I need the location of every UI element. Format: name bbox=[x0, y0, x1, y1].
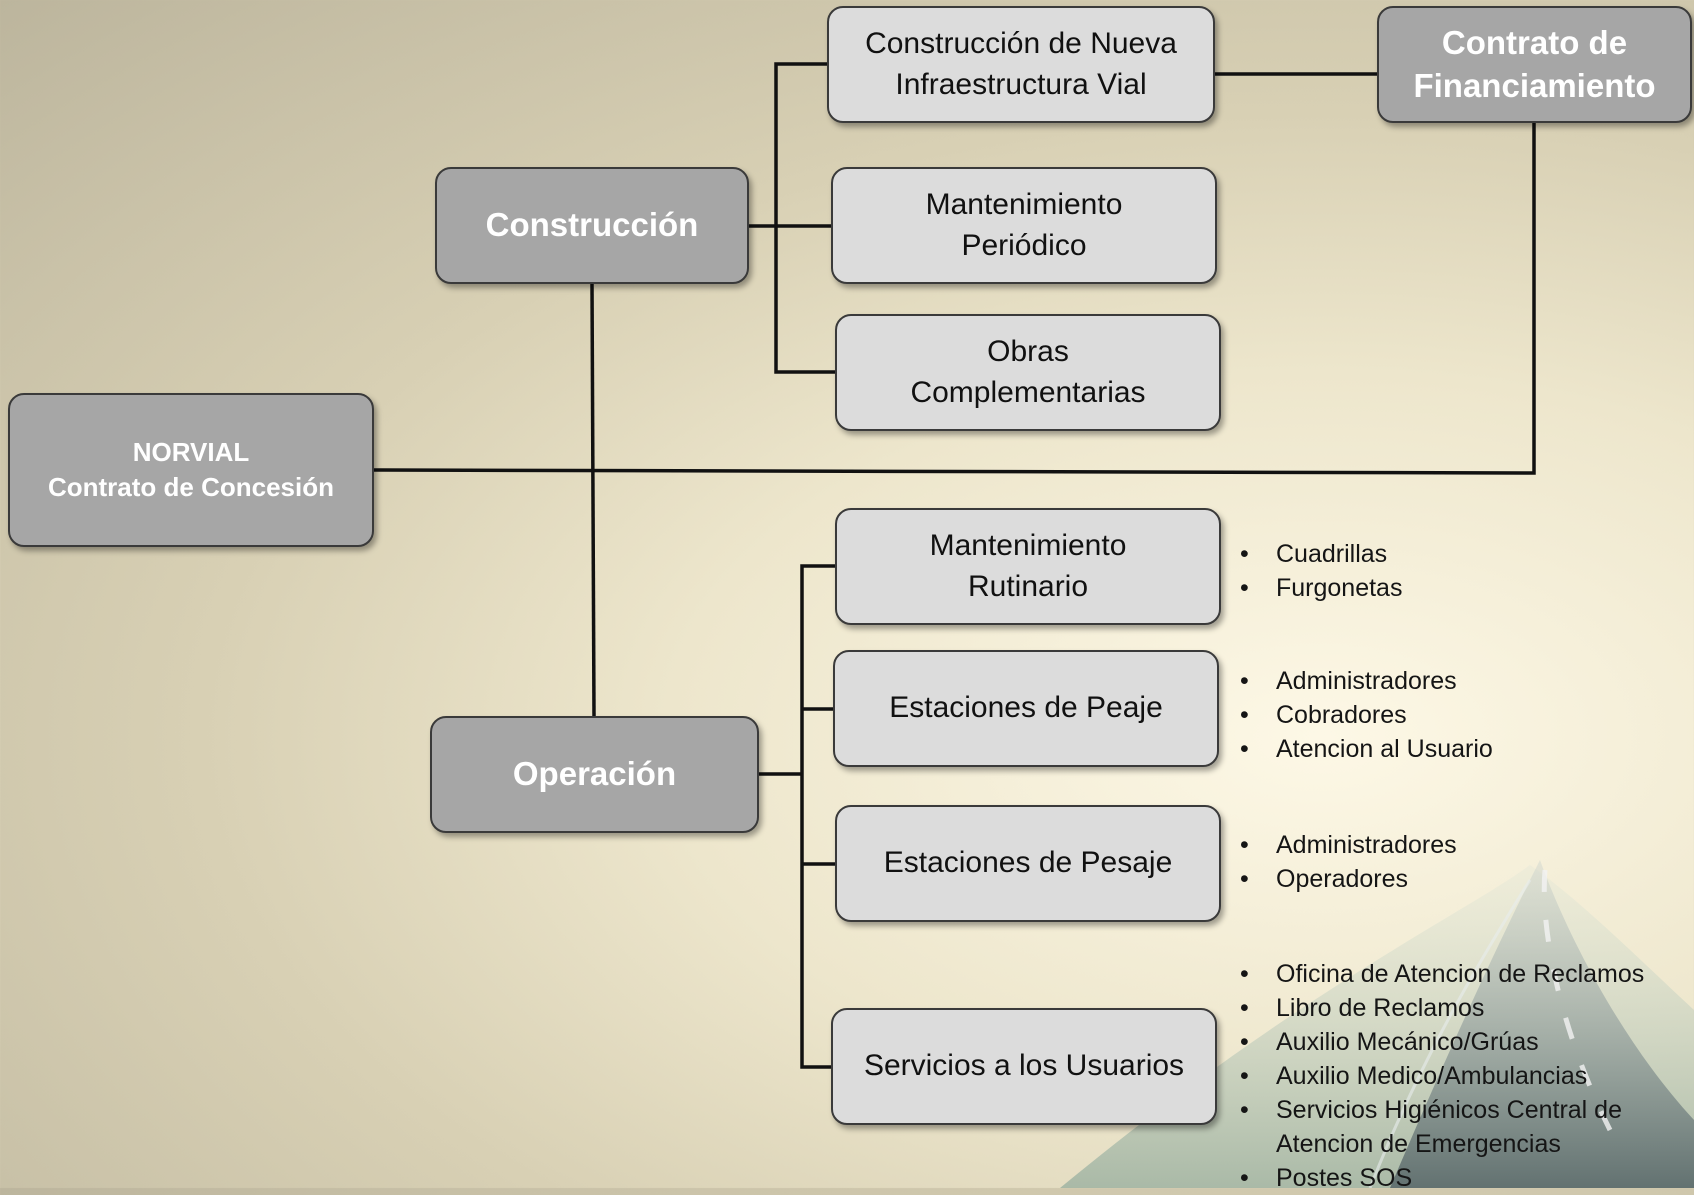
estaciones-pesaje-box[interactable]: Estaciones de Pesaje bbox=[835, 805, 1221, 922]
list-item: Auxilio Mecánico/Grúas bbox=[1240, 1025, 1694, 1059]
connector-construccion-operacion bbox=[590, 282, 596, 718]
mantenimiento-periodico-label: Mantenimiento Periódico bbox=[925, 188, 1123, 262]
root-subtitle: Contrato de Concesión bbox=[47, 472, 334, 502]
obras-complementarias-label: Obras Complementarias bbox=[910, 335, 1146, 409]
operacion-label: Operación bbox=[512, 755, 677, 793]
mantenimiento-rutinario-label: Mantenimiento Rutinario bbox=[929, 529, 1127, 603]
connector-construccion-children bbox=[746, 62, 838, 374]
list-item: Operadores bbox=[1240, 862, 1457, 896]
obras-complementarias-box[interactable]: Obras Complementarias bbox=[835, 314, 1221, 431]
mantenimiento-rutinario-box[interactable]: Mantenimiento Rutinario bbox=[835, 508, 1221, 625]
list-item: Administradores bbox=[1240, 664, 1493, 698]
list-item: Servicios Higiénicos Central de Atencion… bbox=[1240, 1093, 1694, 1161]
list-item: Cuadrillas bbox=[1240, 537, 1402, 571]
connector-operacion-children bbox=[756, 564, 838, 1069]
servicios-usuarios-box[interactable]: Servicios a los Usuarios bbox=[831, 1008, 1217, 1125]
rutinario-bullet-list: Cuadrillas Furgonetas bbox=[1238, 537, 1403, 605]
mantenimiento-periodico-box[interactable]: Mantenimiento Periódico bbox=[831, 167, 1217, 284]
construccion-label: Construcción bbox=[485, 206, 699, 244]
list-item: Auxilio Medico/Ambulancias bbox=[1240, 1059, 1694, 1093]
construccion-box[interactable]: Construcción bbox=[435, 167, 749, 284]
usuarios-bullet-list: Oficina de Atencion de Reclamos Libro de… bbox=[1238, 957, 1694, 1195]
list-item: Libro de Reclamos bbox=[1240, 991, 1694, 1025]
list-item: Furgonetas bbox=[1240, 571, 1403, 605]
operacion-box[interactable]: Operación bbox=[430, 716, 759, 833]
estaciones-pesaje-label: Estaciones de Pesaje bbox=[883, 846, 1173, 880]
estaciones-peaje-label: Estaciones de Peaje bbox=[889, 691, 1163, 725]
list-item: Atencion al Usuario bbox=[1240, 732, 1493, 766]
root-title: NORVIAL bbox=[132, 436, 250, 467]
root-concesion-box[interactable]: NORVIAL Contrato de Concesión bbox=[8, 393, 374, 547]
list-item: Oficina de Atencion de Reclamos bbox=[1240, 957, 1694, 991]
nueva-infraestructura-label: Construcción de Nueva Infraestructura Vi… bbox=[865, 27, 1177, 101]
list-item: Cobradores bbox=[1240, 698, 1493, 732]
nueva-infraestructura-box[interactable]: Construcción de Nueva Infraestructura Vi… bbox=[827, 6, 1215, 123]
pesaje-bullet-list: Administradores Operadores bbox=[1238, 828, 1457, 896]
financiamiento-label: Contrato de Financiamiento bbox=[1413, 23, 1656, 104]
financiamiento-box[interactable]: Contrato de Financiamiento bbox=[1377, 6, 1692, 123]
estaciones-peaje-box[interactable]: Estaciones de Peaje bbox=[833, 650, 1219, 767]
list-item: Postes SOS bbox=[1240, 1161, 1694, 1195]
peaje-bullet-list: Administradores Cobradores Atencion al U… bbox=[1238, 664, 1493, 766]
servicios-usuarios-label: Servicios a los Usuarios bbox=[863, 1049, 1185, 1083]
list-item: Administradores bbox=[1240, 828, 1457, 862]
connector-root-financiamiento bbox=[372, 120, 1536, 475]
